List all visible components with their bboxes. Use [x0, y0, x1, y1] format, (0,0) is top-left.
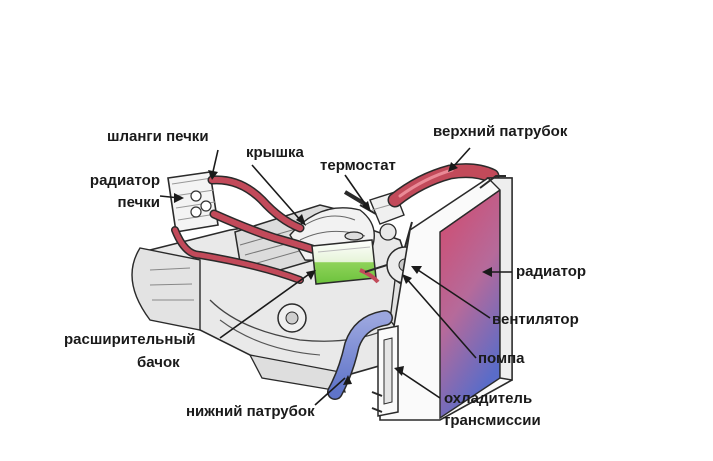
label-trans-cooler-line2: трансмиссии [443, 412, 541, 429]
leader-lines [159, 147, 512, 406]
lower-hose [327, 310, 393, 400]
label-pump: помпа [478, 350, 525, 367]
label-expansion-tank-line1: расширительный [64, 331, 196, 348]
heater-hoses [171, 175, 320, 284]
upper-hose [387, 163, 500, 208]
label-radiator: радиатор [516, 263, 587, 280]
label-cap: крышка [246, 144, 304, 161]
leader-upper-hose [451, 147, 471, 169]
label-expansion-tank-line2: бачок [137, 354, 180, 371]
label-heater-radiator-line2: печки [117, 194, 160, 211]
leader-expansion-tank [219, 271, 313, 339]
leader-cap [251, 164, 303, 223]
label-fan: вентилятор [492, 311, 579, 328]
leader-lower-hose [314, 377, 346, 406]
label-heater-radiator-line1: радиатор [89, 172, 160, 189]
leader-fan [414, 267, 491, 319]
leader-pump [405, 277, 477, 359]
label-trans-cooler-line1: охладитель [444, 390, 533, 407]
arrow-heads [174, 162, 492, 385]
label-upper-hose: верхний патрубок [433, 123, 568, 140]
label-heater-hoses: шланги печки [107, 128, 209, 145]
leader-trans-cooler [397, 369, 441, 399]
heater-core [167, 171, 219, 233]
label-thermostat: термостат [320, 157, 396, 174]
thermostat-housing [343, 190, 405, 241]
leader-thermostat [344, 174, 369, 209]
expansion-tank [311, 231, 380, 285]
label-lower-hose: нижний патрубок [186, 403, 315, 420]
